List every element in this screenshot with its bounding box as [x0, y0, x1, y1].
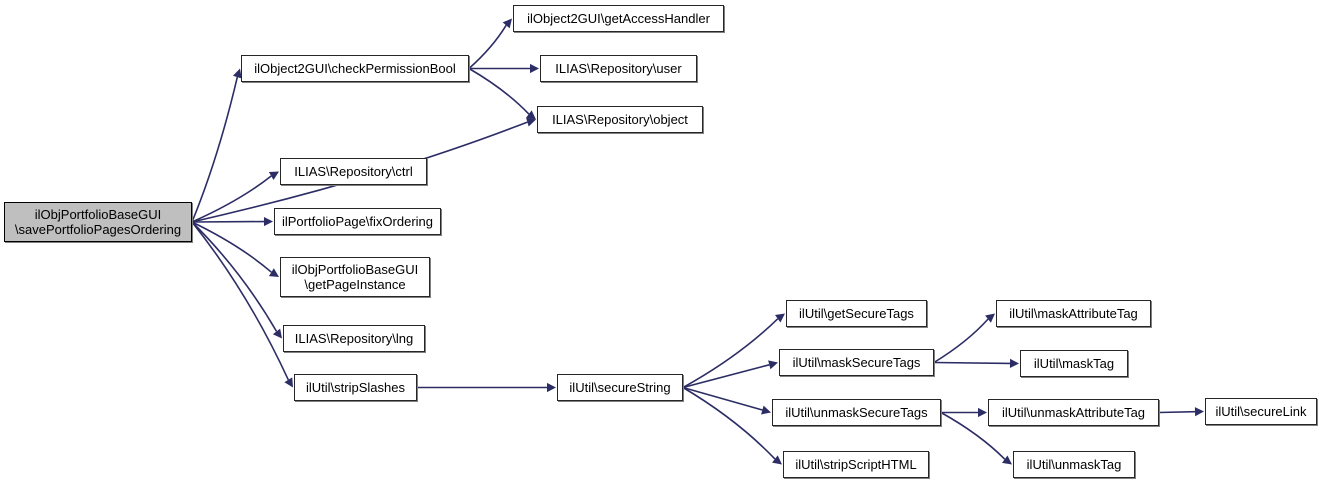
graph-node-maskAttributeTag[interactable]: ilUtil\maskAttributeTag	[996, 300, 1151, 327]
graph-node-repoCtrl[interactable]: ILIAS\Repository\ctrl	[280, 158, 427, 185]
edge-checkPermissionBool-to-repoObject	[468, 67, 536, 120]
edge-root-to-stripSlashes	[191, 221, 293, 388]
edge-unmaskSecureTags-to-unmaskAttributeTag	[941, 407, 987, 418]
edge-root-to-getPageInstance	[191, 221, 279, 277]
graph-node-maskSecureTags[interactable]: ilUtil\maskSecureTags	[779, 349, 934, 376]
edge-root-to-checkPermissionBool	[191, 68, 242, 223]
graph-node-repoObject[interactable]: ILIAS\Repository\object	[537, 106, 703, 133]
edge-maskSecureTags-to-maskAttributeTag	[933, 313, 995, 364]
edge-secureString-to-maskSecureTags	[682, 360, 778, 389]
graph-node-checkPermissionBool[interactable]: ilObject2GUI\checkPermissionBool	[241, 55, 469, 82]
graph-node-getAccessHandler[interactable]: ilObject2GUI\getAccessHandler	[513, 5, 724, 32]
graph-node-unmaskTag[interactable]: ilUtil\unmaskTag	[1013, 451, 1135, 478]
edge-root-to-repoCtrl	[191, 171, 279, 223]
graph-node-secureLink[interactable]: ilUtil\secureLink	[1205, 398, 1317, 425]
edge-secureString-to-stripScriptHTML	[682, 386, 782, 465]
graph-node-maskTag[interactable]: ilUtil\maskTag	[1020, 350, 1128, 377]
graph-node-secureString[interactable]: ilUtil\secureString	[557, 374, 683, 401]
graph-node-stripScriptHTML[interactable]: ilUtil\stripScriptHTML	[783, 451, 929, 478]
edge-checkPermissionBool-to-repoUser	[469, 63, 539, 74]
edge-unmaskAttributeTag-to-secureLink	[1158, 407, 1204, 417]
graph-node-root: ilObjPortfolioBaseGUI \savePortfolioPage…	[4, 202, 192, 242]
edge-root-to-repoLng	[191, 221, 282, 339]
edge-root-to-fixOrdering	[191, 216, 273, 227]
graph-node-fixOrdering[interactable]: ilPortfolioPage\fixOrdering	[274, 208, 441, 235]
graph-node-unmaskSecureTags[interactable]: ilUtil\unmaskSecureTags	[772, 399, 941, 426]
graph-node-repoUser[interactable]: ILIAS\Repository\user	[540, 55, 697, 82]
edge-secureString-to-unmaskSecureTags	[682, 386, 771, 415]
graph-node-repoLng[interactable]: ILIAS\Repository\lng	[283, 325, 425, 352]
graph-node-stripSlashes[interactable]: ilUtil\stripSlashes	[294, 374, 417, 401]
edge-checkPermissionBool-to-getAccessHandler	[468, 18, 512, 70]
graph-node-getSecureTags[interactable]: ilUtil\getSecureTags	[786, 300, 927, 327]
edge-secureString-to-getSecureTags	[682, 313, 785, 389]
edge-maskSecureTags-to-maskTag	[933, 358, 1019, 368]
edge-stripSlashes-to-secureString	[417, 382, 556, 393]
graph-node-getPageInstance[interactable]: ilObjPortfolioBaseGUI \getPageInstance	[280, 257, 430, 297]
graph-node-unmaskAttributeTag[interactable]: ilUtil\unmaskAttributeTag	[988, 399, 1159, 426]
